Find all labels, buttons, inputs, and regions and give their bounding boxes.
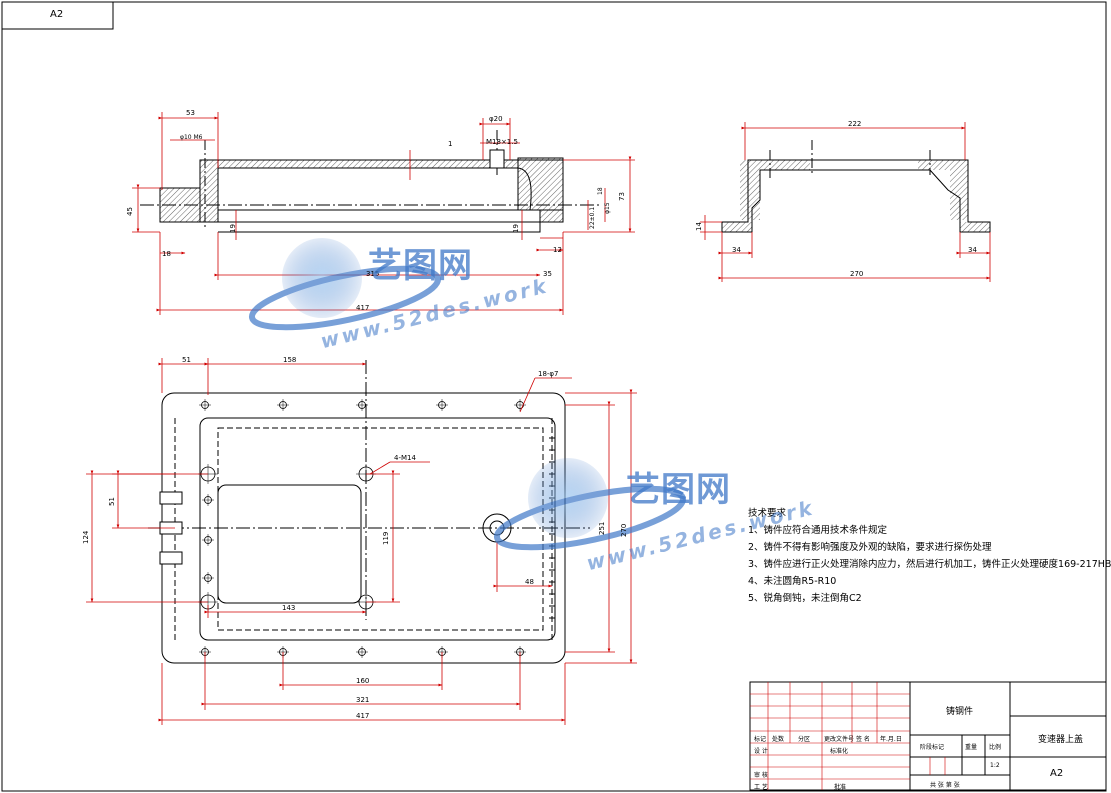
dim-22: 22±0.1 [589,206,596,229]
side-view [721,140,991,233]
front-boss-right [517,157,564,211]
dim-14: 14 [695,222,703,231]
dim-222: 222 [848,120,862,128]
dim-phi15: φ15 [604,202,611,214]
dim-45: 45 [126,207,134,216]
dim-48: 48 [525,578,534,586]
dim-143: 143 [282,604,296,612]
tb-stage-label: 阶段标记 [920,744,945,751]
side-flange-left [722,222,752,232]
tb-count: 处数 [772,736,785,743]
dim-m6: φ10 M6 [180,134,203,141]
technical-notes: 技术要求 1、铸件应符合通用技术条件规定 2、铸件不得有影响强度及外观的缺陷，要… [748,505,1111,607]
dim-51-vertical: 51 [108,497,116,506]
dim-12: 12 [553,246,562,254]
top-inner-cavity [217,427,544,631]
dim-417-top: 417 [356,712,370,720]
tb-zone: 分区 [798,736,811,743]
front-wall-left [199,159,219,223]
front-top-plate [217,159,519,169]
side-left-wall [740,160,760,220]
dim-270-side: 270 [850,270,864,278]
dim-18: 18 [162,250,171,258]
dim-321: 321 [356,696,370,704]
dim-160: 160 [356,677,370,685]
note-item: 3、铸件应进行正火处理消除内应力，然后进行机加工，铸件正火处理硬度169-217… [748,559,1111,570]
tb-sign: 签 名 [856,736,870,743]
tb-scale-label: 比例 [989,744,1002,751]
dim-18-holes: 18-φ7 [538,370,559,378]
tb-approve: 批准 [834,784,847,791]
tb-standard: 标准化 [830,748,849,755]
watermark-globe-2 [493,458,687,551]
tb-part-name: 变速器上盖 [1038,735,1084,745]
front-view-dimensions [132,112,635,315]
top-view [148,360,590,664]
side-view-dimensions [700,122,991,282]
side-top-hatch-b [918,160,950,170]
front-flange-right [539,209,564,223]
note-item: 4、未注圆角R5-R10 [748,576,837,587]
tb-date: 年.月.日 [880,736,902,743]
tb-process: 工 艺 [754,784,768,791]
note-item: 2、铸件不得有影响强度及外观的缺陷，要求进行探伤处理 [748,542,992,553]
tb-design: 设 计 [754,748,768,755]
side-top-hatch-a [760,160,810,170]
top-window [217,484,362,604]
side-right-wall [950,160,968,220]
dim-34-right: 34 [968,246,977,254]
dim-270-top: 270 [620,523,628,537]
title-block [749,681,1107,791]
watermark-text: 艺图网 [626,470,731,510]
size-box [1,1,114,30]
dim-315: 315 [366,270,380,278]
dim-73: 73 [618,192,626,201]
note-item: 1、铸件应符合通用技术条件规定 [748,525,888,536]
dim-phi20: φ20 [489,115,503,123]
dim-53: 53 [186,109,195,117]
tb-size: A2 [1050,768,1064,779]
dim-19a: 19 [229,224,237,233]
dim-18b: 18 [597,187,604,195]
top-view-dimensions [86,358,637,725]
tb-change-doc: 更改文件号 [824,736,855,743]
front-view [140,130,600,233]
tb-scale: 1:2 [990,762,1000,769]
dim-34-left: 34 [732,246,741,254]
dim-19b: 19 [512,224,520,233]
dim-124: 124 [82,530,90,544]
dim-35: 35 [543,270,552,278]
sheet-size-label: A2 [50,9,64,20]
tb-mark: 标记 [754,736,767,743]
dim-251: 251 [598,521,606,535]
side-flange-right [960,222,990,232]
watermark-text: 艺图网 [368,246,473,286]
tb-check: 审 核 [754,772,768,779]
dim-119: 119 [382,531,390,545]
dim-4-m14: 4-M14 [394,454,416,462]
dim-51: 51 [182,356,191,364]
note-item: 5、锐角倒钝，未注倒角C2 [748,593,862,604]
tb-weight-label: 重量 [965,744,978,751]
dim-m18: M18×1.5 [486,138,518,146]
watermark-globe-1 [248,238,442,331]
notes-title: 技术要求 [748,508,787,519]
dim-417-front: 417 [356,304,370,312]
tb-sheet-info: 共 张 第 张 [930,782,960,789]
dim-1: 1 [448,140,453,148]
title-block-grid [750,682,946,790]
tb-material: 铸钢件 [946,707,974,717]
dim-158: 158 [283,356,297,364]
